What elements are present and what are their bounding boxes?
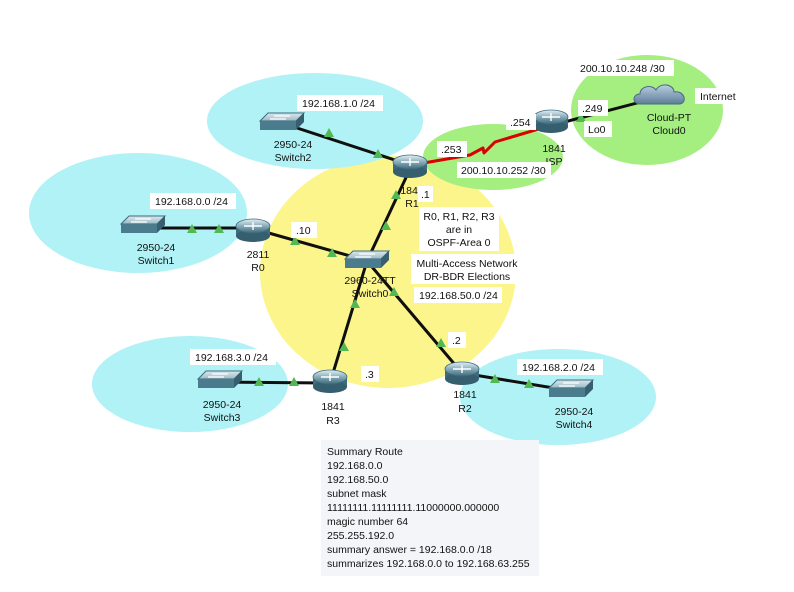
port-up-icon — [214, 224, 224, 233]
device-labels: 2950-24 Switch2 2950-24 Switch1 2811 R0 … — [137, 112, 692, 431]
link-switch2-r1[interactable] — [295, 126, 412, 167]
port-up-icon — [524, 379, 534, 388]
r0-model-label: 2811 — [247, 249, 270, 261]
router-isp-icon[interactable] — [533, 109, 569, 133]
summary-line: magic number 64 — [327, 516, 408, 528]
router-r0-icon[interactable] — [235, 218, 271, 242]
port-up-icon — [389, 287, 399, 296]
switch1-model-label: 2950-24 — [137, 242, 176, 254]
interface-label-r2: .2 — [452, 335, 461, 347]
port-up-icon — [391, 190, 401, 199]
link-switch0-r2[interactable] — [365, 259, 464, 375]
interface-label-isp-cloud: .249 — [582, 103, 603, 115]
summary-line: subnet mask — [327, 488, 387, 500]
summary-line: 192.168.0.0 — [327, 460, 383, 472]
switch0-model-label: 2960-24TT — [344, 275, 396, 287]
r3-model-label: 1841 — [321, 401, 345, 413]
r1-model-label: 1841 — [400, 185, 424, 197]
port-up-icon — [373, 149, 383, 158]
interface-label-r1-serial: .253 — [441, 144, 462, 156]
r1-name-label: R1 — [405, 198, 419, 210]
switch3-model-label: 2950-24 — [203, 399, 242, 411]
summary-line: 192.168.50.0 — [327, 474, 388, 486]
multi-access-note: Multi-Access Network DR-BDR Elections — [411, 254, 523, 284]
link-r2-switch4[interactable] — [460, 371, 568, 392]
interface-label-r0: .10 — [296, 225, 311, 237]
multi-access-note-line: Multi-Access Network — [417, 258, 519, 270]
switch0-name-label: Switch0 — [352, 288, 389, 300]
subnet-label-multi-access: 192.168.50.0 /24 — [419, 290, 498, 302]
wan-zone-cloud — [571, 55, 723, 165]
summary-route-note: Summary Route 192.168.0.0 192.168.50.0 s… — [321, 440, 539, 576]
lo0-label: Lo0 — [588, 124, 606, 136]
switch2-icon[interactable] — [258, 112, 306, 130]
router-r1-icon[interactable] — [392, 154, 428, 178]
subnet-label-lan-switch4: 192.168.2.0 /24 — [522, 362, 595, 374]
ospf-note-line: R0, R1, R2, R3 — [423, 211, 494, 223]
subnet-label-lan-switch3: 192.168.3.0 /24 — [195, 352, 268, 364]
switch1-icon[interactable] — [119, 215, 167, 233]
annotations: 192.168.1.0 /24 192.168.0.0 /24 192.168.… — [150, 60, 745, 382]
router-r3-icon[interactable] — [312, 369, 348, 393]
subnet-label-serial: 200.10.10.252 /30 — [461, 165, 546, 177]
isp-model-label: 1841 — [542, 143, 566, 155]
summary-line: summarizes 192.168.0.0 to 192.168.63.255 — [327, 558, 530, 570]
lan-zone-switch1 — [29, 153, 247, 273]
summary-line: 255.255.192.0 — [327, 530, 394, 542]
subnet-label-lan-switch1: 192.168.0.0 /24 — [155, 196, 228, 208]
interface-label-isp-serial: .254 — [510, 117, 531, 129]
r2-name-label: R2 — [458, 403, 472, 415]
cloud-name-label: Cloud0 — [652, 125, 685, 137]
interface-label-r3: .3 — [365, 369, 374, 381]
summary-line: Summary Route — [327, 446, 403, 458]
port-up-icon — [254, 377, 264, 386]
switch2-model-label: 2950-24 — [274, 139, 313, 151]
subnet-label-isp-cloud: 200.10.10.248 /30 — [580, 63, 665, 75]
switch2-name-label: Switch2 — [275, 152, 312, 164]
port-up-icon — [289, 377, 299, 386]
port-up-icon — [339, 342, 349, 351]
switch4-icon[interactable] — [547, 379, 595, 397]
port-up-icon — [187, 224, 197, 233]
port-up-icon — [327, 248, 337, 257]
port-up-icon — [324, 128, 334, 137]
ospf-note-line: are in — [446, 224, 472, 236]
ospf-area-note: R0, R1, R2, R3 are in OSPF-Area 0 — [419, 207, 499, 251]
internet-label: Internet — [700, 91, 736, 103]
summary-line: summary answer = 192.168.0.0 /18 — [327, 544, 492, 556]
port-up-icon — [350, 299, 360, 308]
switch3-icon[interactable] — [196, 370, 244, 388]
port-up-icon — [576, 113, 586, 122]
port-up-icon — [290, 236, 300, 245]
switch4-name-label: Switch4 — [556, 419, 593, 431]
multi-access-note-line: DR-BDR Elections — [424, 271, 510, 283]
switch3-name-label: Switch3 — [204, 412, 241, 424]
link-switch0-r3[interactable] — [328, 259, 369, 385]
port-up-icon — [436, 338, 446, 347]
subnet-label-lan-switch2: 192.168.1.0 /24 — [302, 98, 375, 110]
r2-model-label: 1841 — [453, 389, 477, 401]
router-r2-icon[interactable] — [444, 361, 480, 385]
lan-zone-switch2 — [207, 73, 423, 169]
cloud-internet-icon[interactable] — [633, 84, 685, 105]
r3-name-label: R3 — [326, 415, 340, 427]
switch1-name-label: Switch1 — [138, 255, 175, 267]
zones — [29, 55, 723, 445]
switch4-model-label: 2950-24 — [555, 406, 594, 418]
port-indicators — [187, 113, 586, 388]
link-r1-switch0[interactable] — [365, 167, 412, 263]
interface-label-r1: .1 — [421, 189, 430, 201]
switch0-icon[interactable] — [343, 250, 391, 268]
port-up-icon — [381, 221, 391, 230]
cloud-model-label: Cloud-PT — [647, 112, 692, 124]
ospf-note-line: OSPF-Area 0 — [427, 237, 490, 249]
r0-name-label: R0 — [251, 262, 265, 274]
port-up-icon — [490, 374, 500, 383]
summary-line: 11111111.11111111.11000000.000000 — [327, 502, 499, 514]
